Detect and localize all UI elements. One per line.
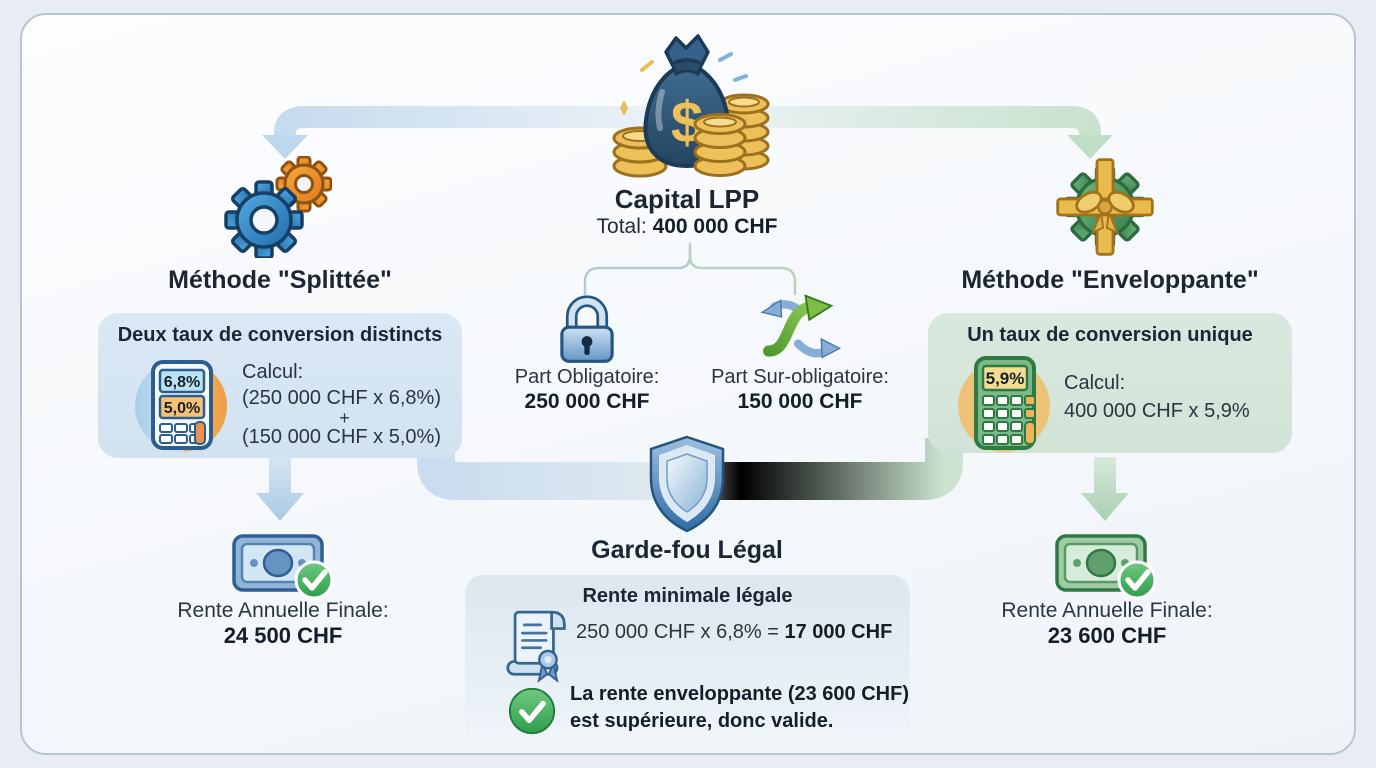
envelope-calc-line1: 400 000 CHF x 5,9% (1064, 400, 1250, 422)
calculator-two-rates-icon: 6,8% 5,0% (135, 360, 227, 452)
split-result-label: Rente Annuelle Finale: (177, 599, 389, 622)
mandatory-part-label: Part Obligatoire: (514, 366, 660, 388)
capital-title: Capital LPP (614, 184, 760, 214)
mandatory-part-value: 250 000 CHF (524, 390, 650, 413)
swap-arrows-icon (760, 294, 842, 359)
capital-total: Total: 400 000 CHF (517, 215, 857, 239)
envelope-box-title: Un taux de conversion unique (967, 324, 1253, 346)
shield-icon (649, 435, 725, 533)
split-display-bottom: 5,0% (164, 400, 200, 417)
guard-box-title: Rente minimale légale (582, 585, 793, 607)
gift-gear-icon (1056, 158, 1154, 256)
split-banknote-check-icon (232, 534, 334, 600)
extra-part-label: Part Sur-obligatoire: (711, 366, 889, 388)
envelope-down-arrow-icon (1081, 457, 1129, 521)
scroll-certificate-icon (506, 610, 566, 683)
guard-title: Garde-fou Légal (591, 536, 783, 564)
calculator-one-rate-icon: 5,9% (958, 356, 1050, 452)
split-display-top: 6,8% (164, 374, 200, 391)
guard-conclusion-line1: La rente enveloppante (23 600 CHF) (570, 683, 909, 705)
lock-icon (560, 295, 614, 363)
capital-total-value: 400 000 CHF (652, 215, 778, 238)
gears-icon (224, 156, 332, 258)
guard-formula-result: 17 000 CHF (784, 621, 893, 643)
capital-split-bracket (583, 242, 797, 296)
split-down-arrow-icon (256, 457, 304, 521)
split-result-value: 24 500 CHF (223, 623, 343, 648)
split-calc-plus: + (339, 408, 350, 428)
envelope-display: 5,9% (986, 369, 1025, 388)
envelope-result-label: Rente Annuelle Finale: (1001, 599, 1213, 622)
capital-total-label: Total: (596, 215, 647, 238)
guard-formula: 250 000 CHF x 6,8% = 17 000 CHF (576, 621, 892, 644)
envelope-banknote-check-icon (1055, 534, 1157, 600)
split-method-title: Méthode "Splittée" (168, 266, 392, 294)
split-calc-label: Calcul: (242, 361, 304, 383)
check-circle-icon (508, 687, 556, 735)
guard-formula-prefix: 250 000 CHF x 6,8% = (576, 621, 785, 643)
split-box-title: Deux taux de conversion distincts (117, 324, 443, 346)
money-bag-icon: $ (612, 34, 770, 178)
envelope-result-value: 23 600 CHF (1047, 623, 1167, 648)
guard-conclusion: La rente enveloppante (23 600 CHF) est s… (570, 681, 909, 735)
envelope-calc-label: Calcul: (1064, 372, 1126, 394)
split-calc-line1: (250 000 CHF x 6,8%) (242, 387, 441, 409)
top-connector-band (262, 106, 1113, 159)
extra-part-value: 150 000 CHF (737, 390, 863, 413)
envelope-method-title: Méthode "Enveloppante" (961, 266, 1259, 294)
guard-conclusion-line2: est supérieure, donc valide. (570, 710, 834, 732)
split-calc-line2: (150 000 CHF x 5,0%) (242, 426, 441, 448)
